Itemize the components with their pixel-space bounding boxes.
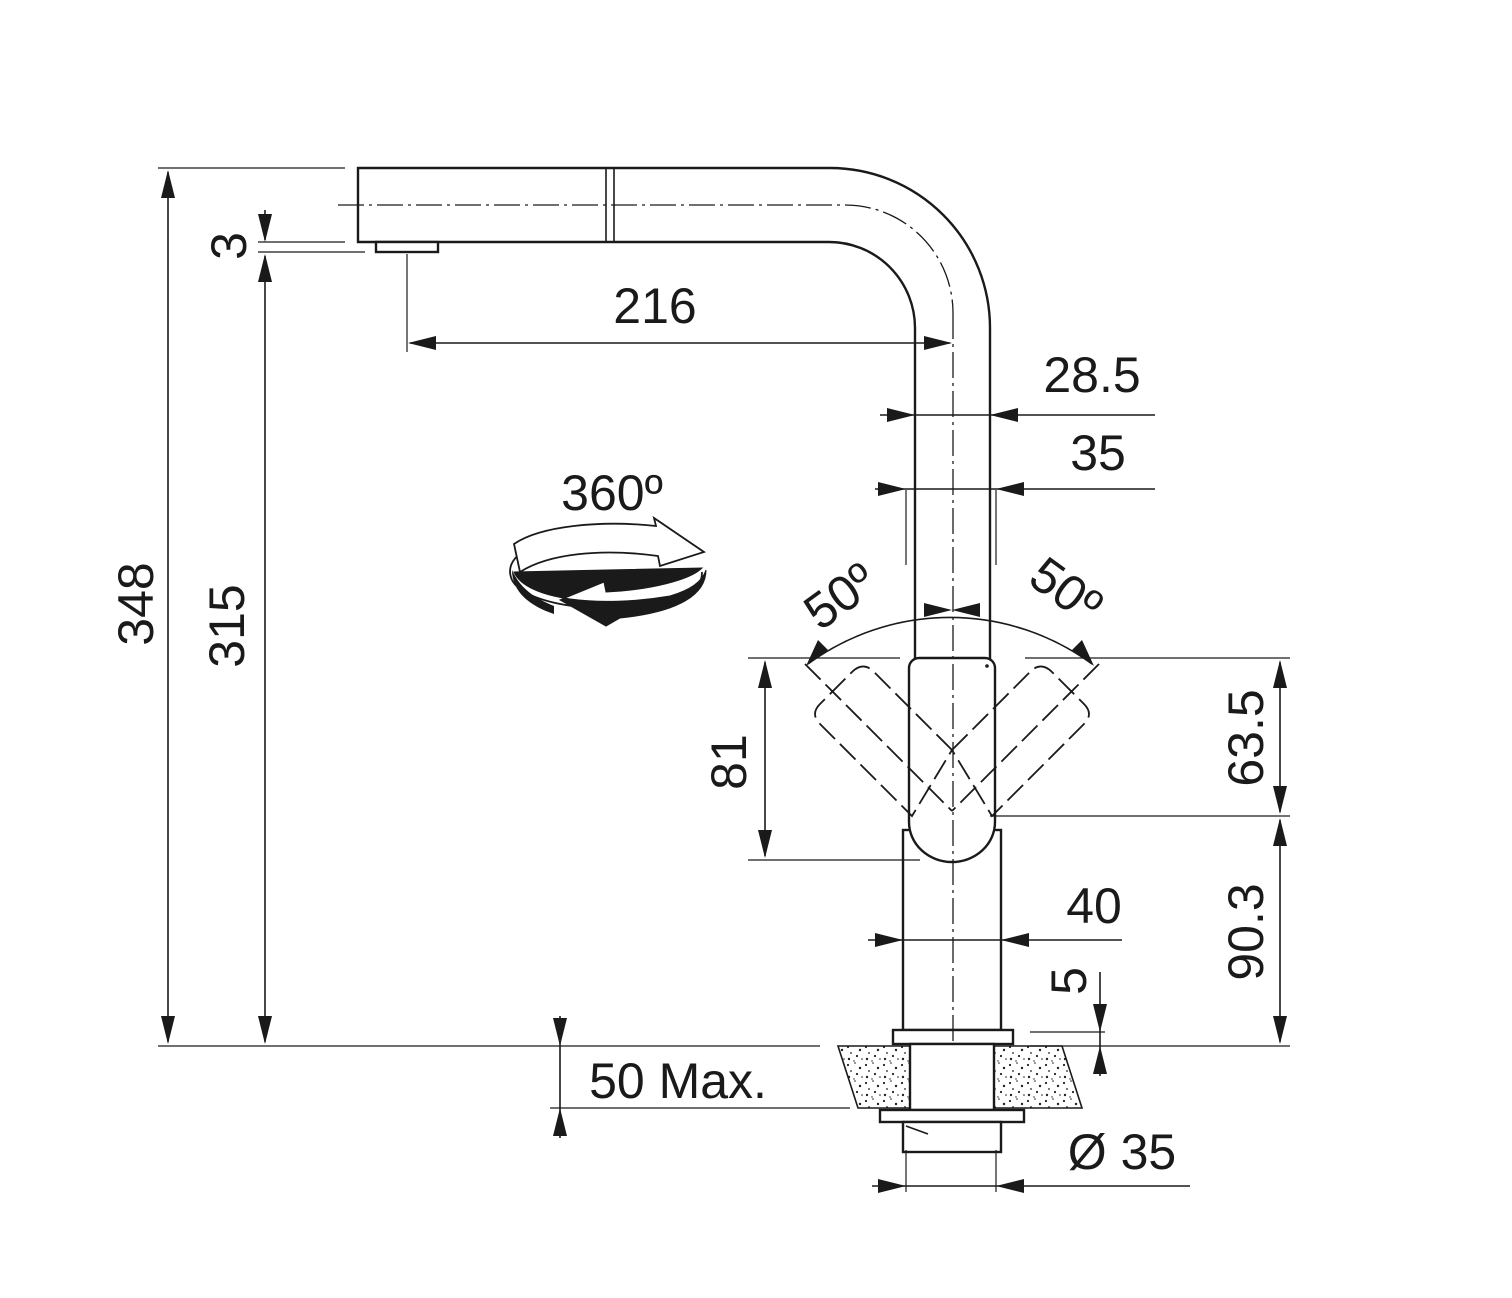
dim-rotation: 360º xyxy=(561,465,663,521)
aerator xyxy=(374,240,440,254)
dim-handle-height: 81 xyxy=(701,734,757,790)
dim-lever-angle-left: 50º xyxy=(794,552,887,641)
mounting-shank xyxy=(908,1042,996,1112)
rotation-icon xyxy=(509,515,707,627)
dim-hole-diameter: Ø 35 xyxy=(1068,1124,1176,1180)
lever-handle xyxy=(907,656,997,864)
dim-lever-height: 63.5 xyxy=(1218,689,1274,786)
countertop xyxy=(836,1042,1084,1154)
lever-right-axis xyxy=(951,663,1100,812)
nut-detail xyxy=(905,1125,929,1135)
mounting-washer xyxy=(878,1108,1026,1124)
dim-counter-thickness: 50 Max. xyxy=(589,1053,767,1109)
faucet-body xyxy=(901,828,1003,1032)
faucet-outline xyxy=(356,166,1100,1046)
lever-left-axis xyxy=(804,663,953,812)
dim-spout-height: 315 xyxy=(199,584,255,667)
countertop-left xyxy=(836,1045,911,1109)
dim-lever-angle-right: 50º xyxy=(1020,546,1113,635)
dim-body-diameter: 35 xyxy=(1070,425,1126,481)
countertop-right xyxy=(993,1045,1084,1109)
spout-centerline-arc xyxy=(844,204,954,314)
dimension-lines xyxy=(161,170,1287,1193)
dim-base-height: 5 xyxy=(1041,967,1097,995)
mounting-nut xyxy=(901,1120,1003,1154)
dim-aerator-offset: 3 xyxy=(201,232,257,260)
lever-dot xyxy=(985,664,989,668)
extension-lines xyxy=(158,167,1290,1192)
dim-base-diameter: 40 xyxy=(1066,878,1122,934)
dim-spout-reach: 216 xyxy=(613,278,696,334)
dim-spout-diameter: 28.5 xyxy=(1043,347,1140,403)
lever-right-position xyxy=(950,665,1090,818)
dim-lever-base-height: 90.3 xyxy=(1218,883,1274,980)
dim-total-height: 348 xyxy=(108,562,164,645)
lever-left-position xyxy=(814,665,954,818)
